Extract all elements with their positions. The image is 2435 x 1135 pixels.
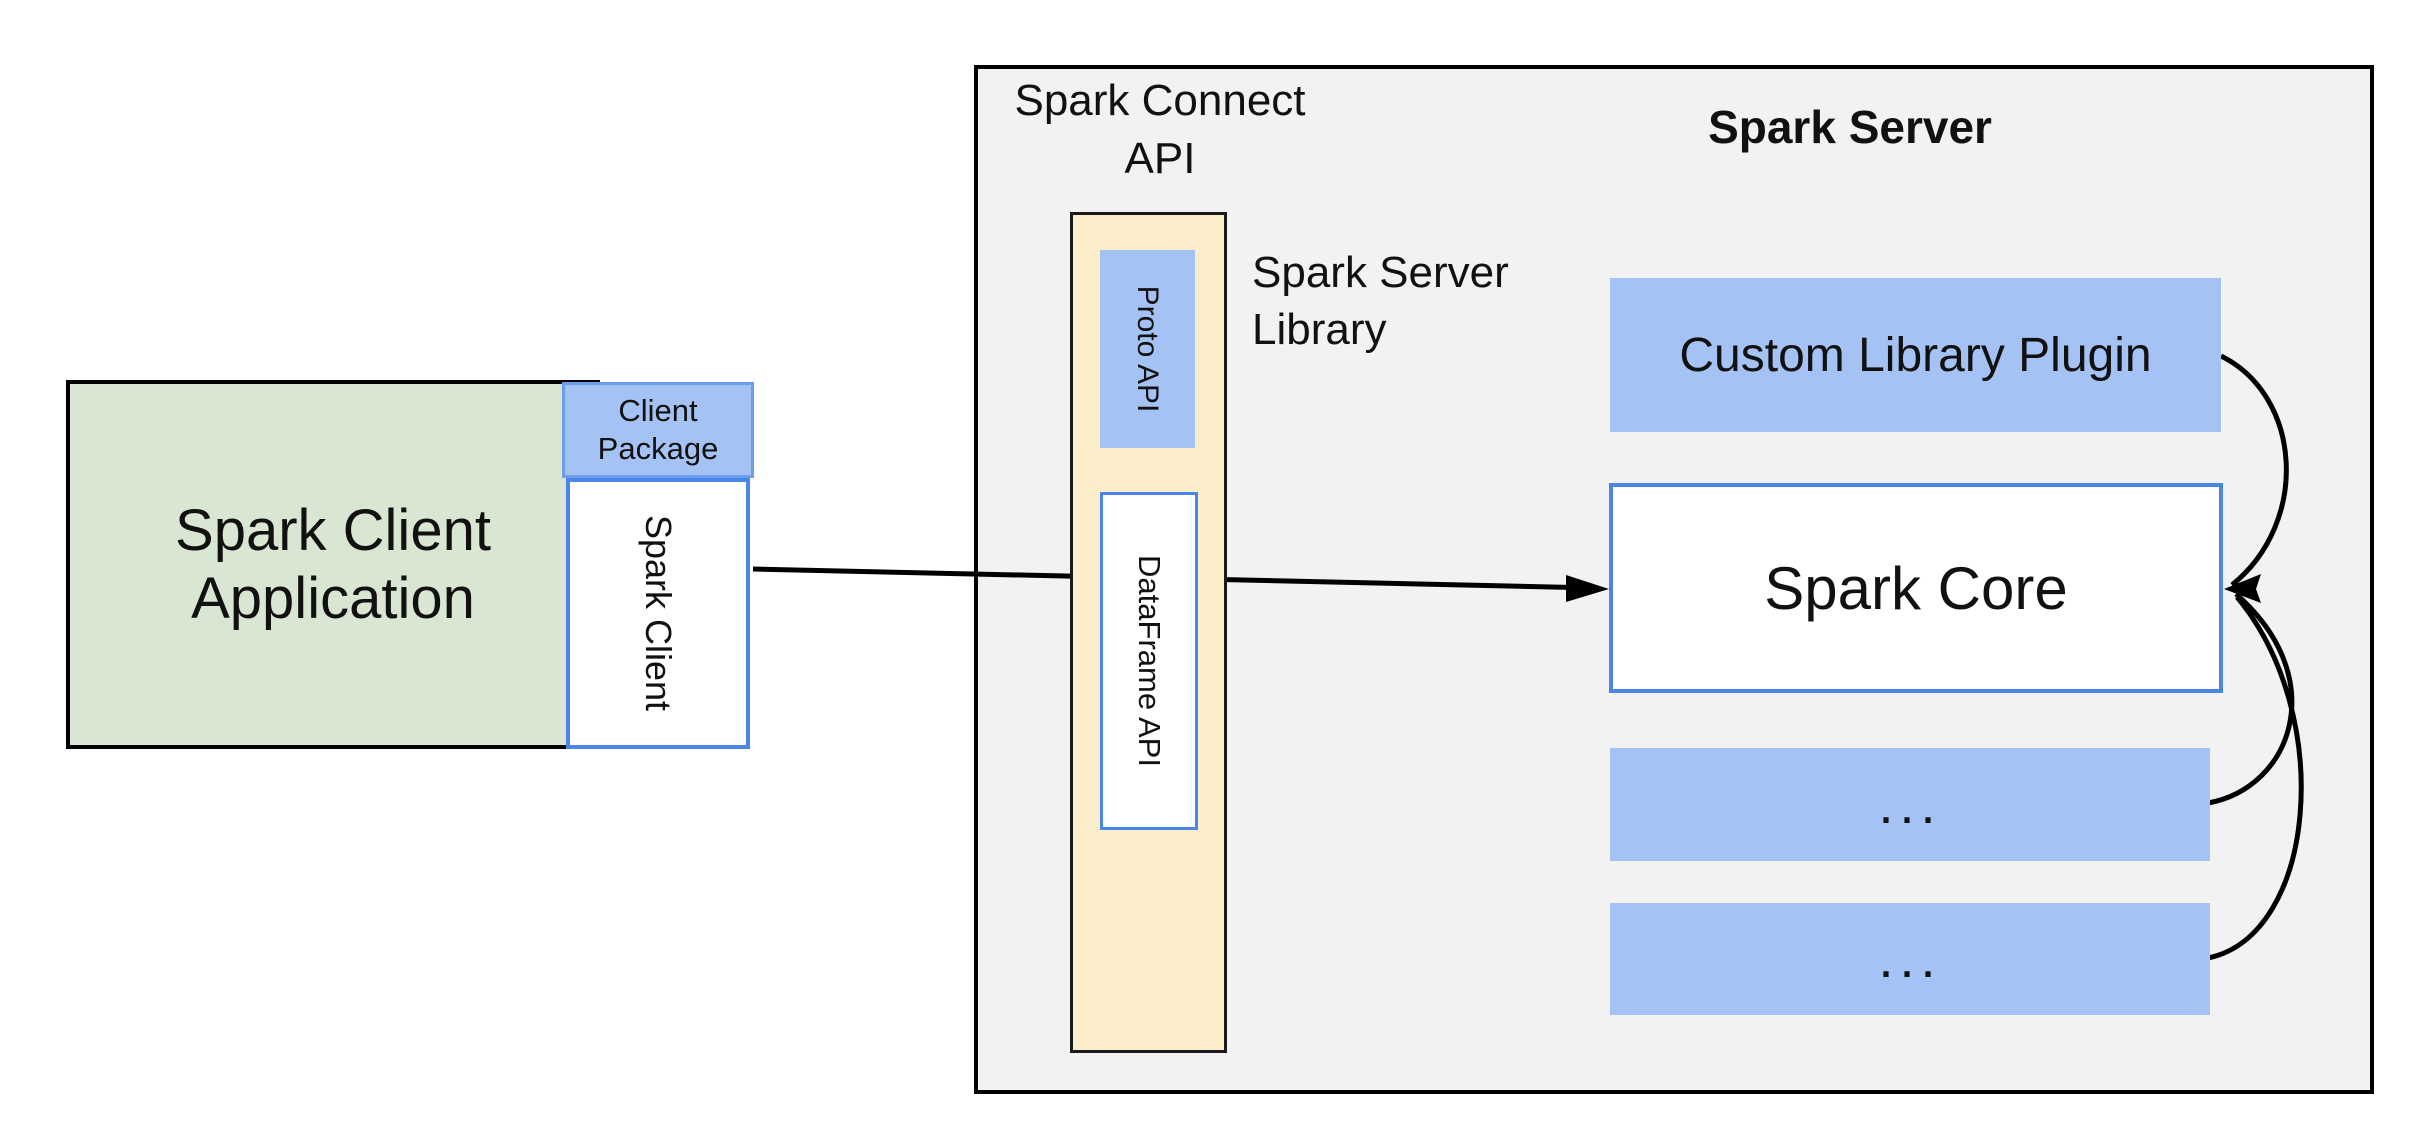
dataframe-api-label: DataFrame API <box>1132 555 1167 767</box>
spark-server-title: Spark Server <box>1708 101 1992 153</box>
spark-core-label: Spark Core <box>1764 554 2068 622</box>
client-package-label: Client Package <box>597 393 719 466</box>
placeholder-box-2: ... <box>1610 903 2210 1015</box>
placeholder-box-1: ... <box>1610 748 2210 861</box>
spark-server-library-label: Spark Server Library <box>1252 248 1509 354</box>
spark-client-application-box: Spark Client Application <box>66 380 600 749</box>
spark-client-application-label: Spark Client Application <box>175 497 491 631</box>
spark-core-box: Spark Core <box>1609 483 2223 693</box>
dataframe-api-box <box>1100 492 1198 830</box>
placeholder-label-1: ... <box>1878 774 1942 835</box>
spark-client-box <box>566 478 750 749</box>
custom-library-plugin-label: Custom Library Plugin <box>1679 328 2152 382</box>
spark-client-label: Spark Client <box>638 514 679 712</box>
placeholder-label-2: ... <box>1878 929 1942 989</box>
spark-connect-api-title: Spark Connect API <box>1014 76 1306 183</box>
custom-library-plugin-box: Custom Library Plugin <box>1610 278 2221 432</box>
proto-api-box <box>1100 250 1195 448</box>
client-package-box: Client Package <box>562 382 754 478</box>
proto-api-label: Proto API <box>1131 285 1164 413</box>
